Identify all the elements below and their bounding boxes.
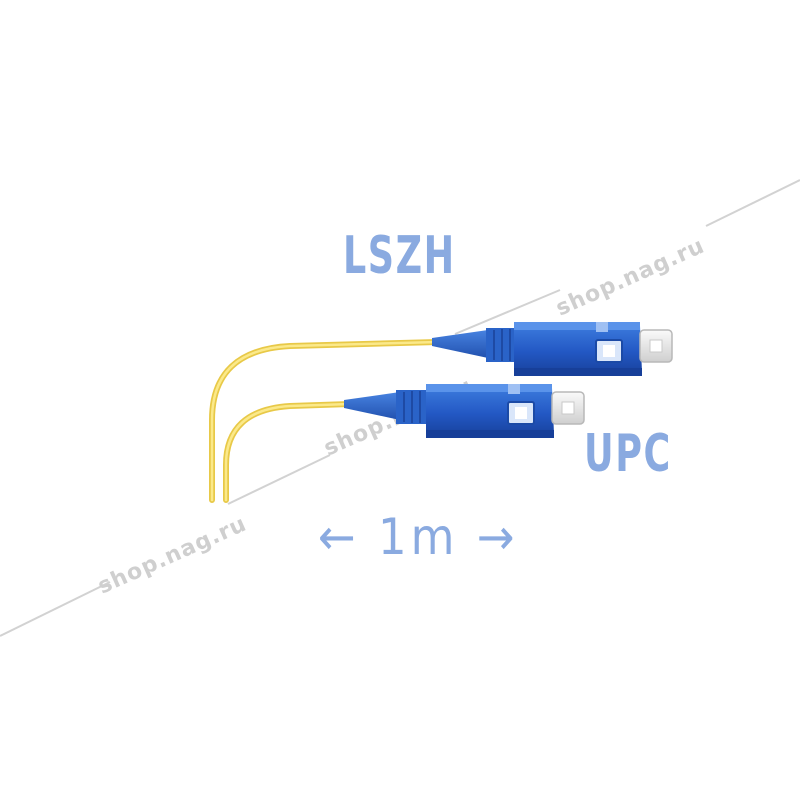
sc-connector-lower bbox=[344, 384, 585, 438]
watermark-text-1: shop.nag.ru bbox=[94, 512, 250, 600]
watermark-text-3: shop.nag.ru bbox=[552, 234, 708, 322]
fiber-cable-2 bbox=[223, 401, 353, 503]
sheath-type-label: LSZH bbox=[343, 226, 456, 286]
sc-connector-upper bbox=[432, 322, 673, 376]
cable-length-label: ← 1m → bbox=[318, 508, 519, 566]
fiber-cable-1 bbox=[209, 339, 441, 503]
polish-type-label: UPC bbox=[584, 424, 672, 484]
